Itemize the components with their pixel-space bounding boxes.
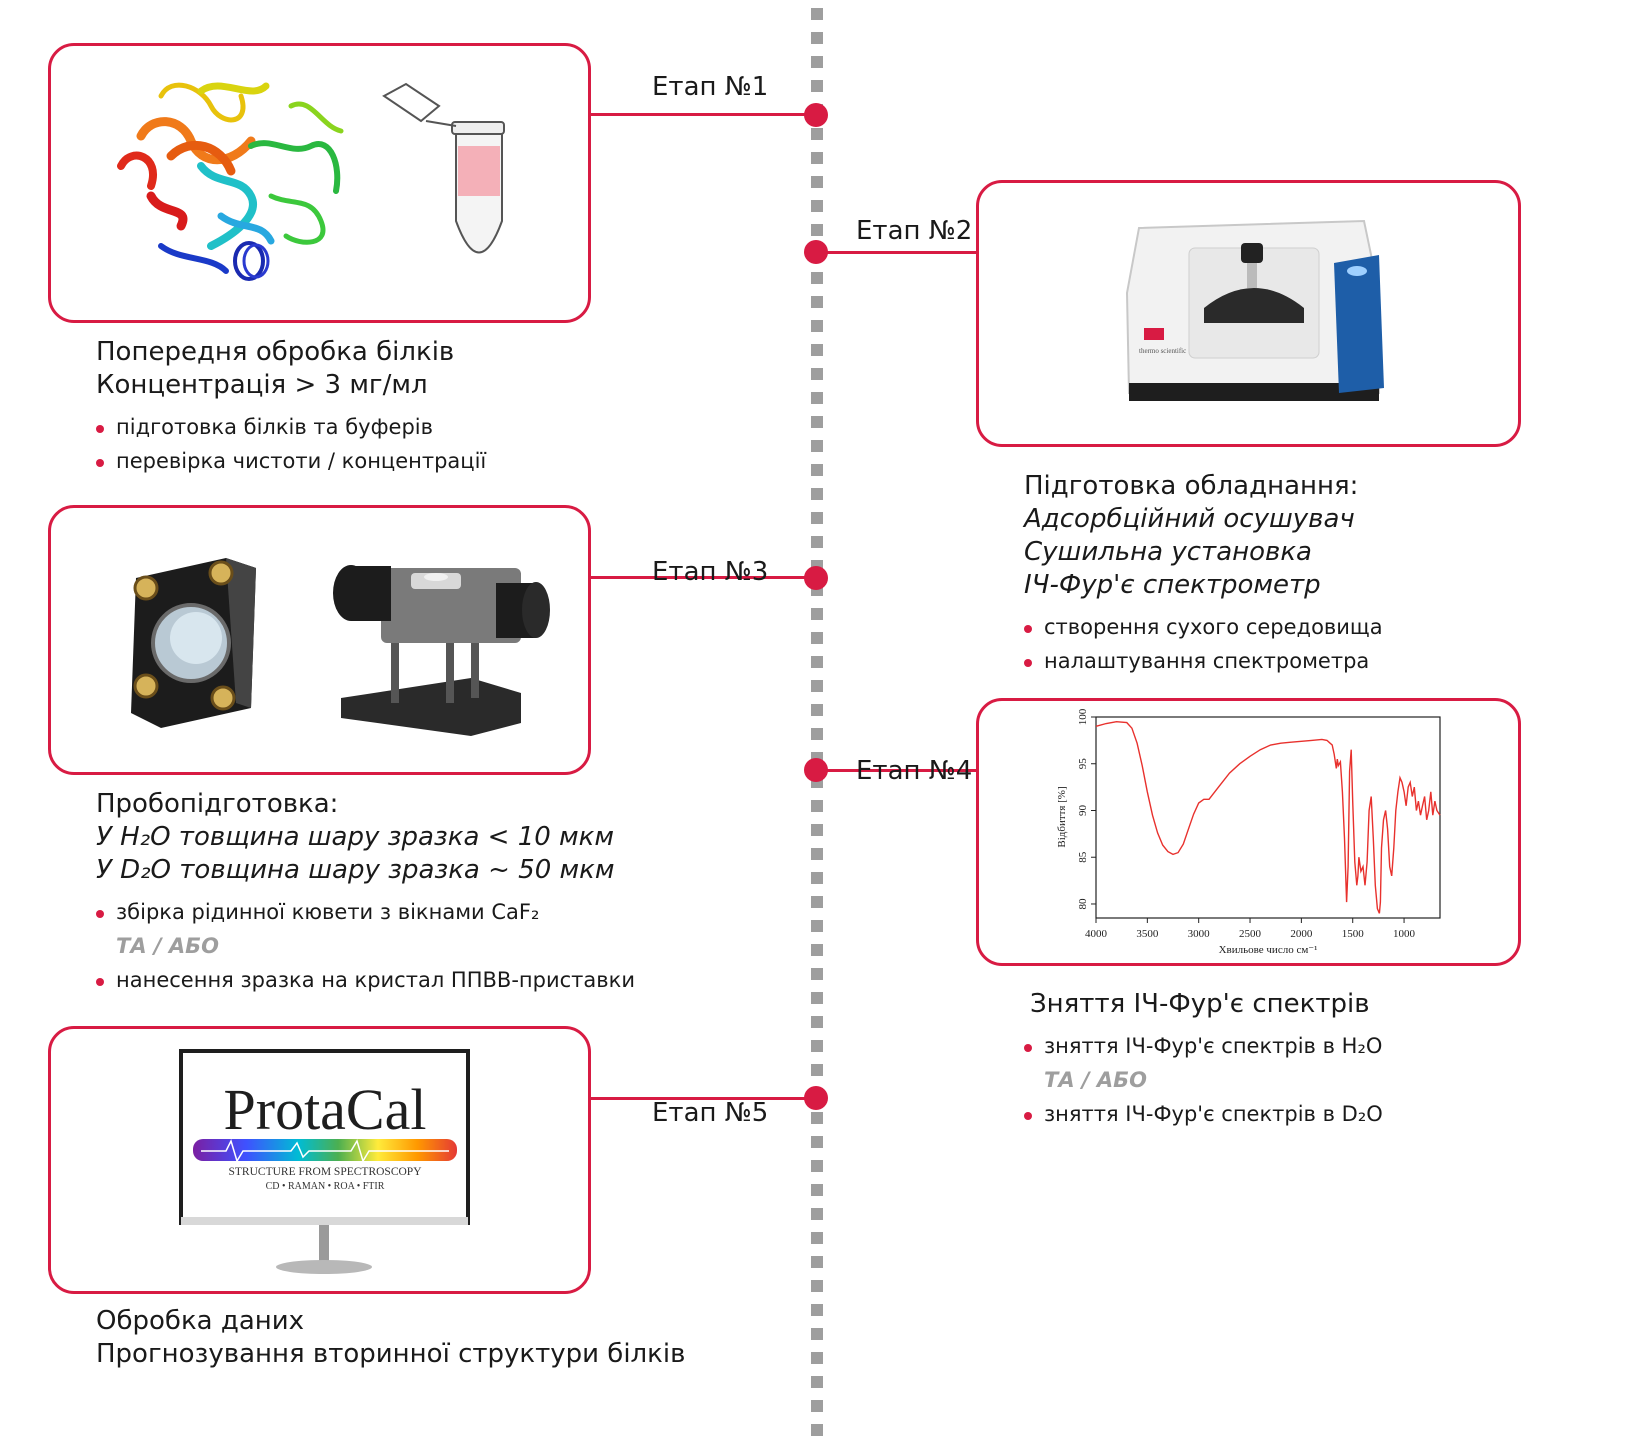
- stage5-dot: [804, 1086, 828, 1110]
- stage4-connector: [816, 769, 978, 772]
- spectrum-series-line: [1095, 720, 1441, 914]
- stage5-text: Обробка даних Прогнозування вторинної ст…: [96, 1305, 685, 1371]
- stage3-bullet-1: збірка рідинної кювети з вікнами CaF₂: [96, 895, 635, 929]
- atr-holder-image: [333, 565, 550, 736]
- stage1-bullet-1: підготовка білків та буферів: [96, 410, 486, 444]
- y-tick-label: 95: [1077, 758, 1089, 770]
- stage1-bullet-2: перевірка чистоти / концентрації: [96, 444, 486, 478]
- chart-plot-frame: [1095, 716, 1441, 919]
- stage5-title-line2: Прогнозування вторинної структури білків: [96, 1339, 686, 1369]
- x-tick-label: 3500: [1136, 928, 1159, 940]
- cuvette-images: [131, 558, 550, 736]
- stage2-item-1: Адсорбційний осушувач: [1024, 504, 1355, 534]
- device-brand-text: thermo scientific: [1139, 347, 1186, 355]
- ir-spectrum-chart: 4000 3500 3000 2500 2000 1500 1000 80 85 90 95 100…: [1056, 708, 1441, 956]
- protacal-tagline: STRUCTURE FROM SPECTROSCOPY: [229, 1166, 423, 1178]
- stage1-dot: [804, 103, 828, 127]
- stage3-dot: [804, 566, 828, 590]
- stage4-dot: [804, 758, 828, 782]
- protacal-logo-text: ProtaCal: [224, 1077, 427, 1142]
- tube-image: [382, 82, 505, 254]
- spectrum-rainbow-bar: [193, 1139, 457, 1161]
- stage1-label: Етап №1: [652, 72, 769, 102]
- stage5-card: ProtaCal STRUCTURE FROM SPECTROSCOPY CD …: [48, 1026, 591, 1294]
- stage1-connector: [591, 113, 816, 116]
- monitor-image: ProtaCal STRUCTURE FROM SPECTROSCOPY CD …: [179, 1049, 470, 1274]
- stage2-label: Етап №2: [856, 216, 973, 246]
- stage1-bullets: підготовка білків та буферів перевірка ч…: [96, 410, 486, 478]
- stage5-connector: [591, 1097, 816, 1100]
- stage5-label: Етап №5: [652, 1098, 769, 1128]
- y-tick-label: 80: [1077, 898, 1089, 910]
- stage2-bullet-2: налаштування спектрометра: [1024, 644, 1383, 678]
- stage3-text: Пробопідготовка: У H₂O товщина шару зраз…: [96, 788, 635, 997]
- x-tick-label: 2500: [1239, 928, 1262, 940]
- stage3-item-1: У H₂O товщина шару зразка < 10 мкм: [96, 822, 614, 852]
- x-tick-label: 3000: [1188, 928, 1211, 940]
- stage4-card: 4000 3500 3000 2500 2000 1500 1000 80 85 90 95 100…: [976, 698, 1521, 966]
- y-tick-label: 90: [1077, 804, 1089, 816]
- stage3-item-2: У D₂O товщина шару зразка ~ 50 мкм: [96, 855, 615, 885]
- stage4-bullet-2: зняття ІЧ-Фур'є спектрів в D₂O: [1024, 1097, 1383, 1131]
- stage5-title-line1: Обробка даних: [96, 1306, 305, 1336]
- stage2-bullets: створення сухого середовища налаштування…: [1024, 610, 1383, 678]
- stage2-item-3: ІЧ-Фур'є спектрометр: [1024, 570, 1321, 600]
- stage3-or-text: ТА / АБО: [116, 934, 219, 958]
- x-tick-label: 1500: [1342, 928, 1365, 940]
- protein-structure-image: [117, 82, 505, 281]
- stage2-dot: [804, 240, 828, 264]
- stage1-card: [48, 43, 591, 323]
- stage3-connector: [591, 576, 816, 579]
- chart-xlabel: Хвильове число см⁻¹: [1219, 944, 1318, 956]
- stage2-text: Підготовка обладнання: Адсорбційний осуш…: [1024, 470, 1383, 678]
- stage2-connector: [816, 251, 978, 254]
- spectrometer-image: thermo scientific: [1125, 219, 1384, 401]
- x-tick-label: 2000: [1290, 928, 1313, 940]
- stage4-bullet-1: зняття ІЧ-Фур'є спектрів в H₂O: [1024, 1029, 1383, 1063]
- liquid-cell-image: [131, 558, 256, 728]
- stage2-item-2: Сушильна установка: [1024, 537, 1312, 567]
- y-tick-label: 85: [1077, 851, 1089, 863]
- protacal-methods: CD • RAMAN • ROA • FTIR: [266, 1181, 385, 1192]
- x-tick-label: 1000: [1393, 928, 1416, 940]
- stage1-title-line2: Концентрація > 3 мг/мл: [96, 370, 428, 400]
- stage2-title: Підготовка обладнання:: [1024, 471, 1359, 501]
- stage4-label: Етап №4: [856, 756, 973, 786]
- stage4-text: Зняття ІЧ-Фур'є спектрів зняття ІЧ-Фур'є…: [1024, 988, 1383, 1131]
- x-tick-label: 4000: [1085, 928, 1108, 940]
- stage3-bullets: збірка рідинної кювети з вікнами CaF₂ ТА…: [96, 895, 635, 997]
- stage3-card: [48, 505, 591, 775]
- stage1-text: Попередня обробка білків Концентрація > …: [96, 336, 486, 478]
- chart-ylabel: Відбиття [%]: [1056, 786, 1068, 847]
- stage4-title: Зняття ІЧ-Фур'є спектрів: [1030, 989, 1370, 1019]
- stage3-label: Етап №3: [652, 557, 769, 587]
- y-tick-label: 100: [1077, 708, 1089, 725]
- stage4-or-text: ТА / АБО: [1044, 1068, 1147, 1092]
- stage4-bullets: зняття ІЧ-Фур'є спектрів в H₂O ТА / АБО …: [1024, 1029, 1383, 1131]
- stage2-card: thermo scientific: [976, 180, 1521, 447]
- timeline-line: [811, 8, 823, 1448]
- stage3-bullet-2: нанесення зразка на кристал ППВВ-пристав…: [96, 963, 635, 997]
- stage3-title: Пробопідготовка:: [96, 789, 339, 819]
- stage1-title-line1: Попередня обробка білків: [96, 337, 455, 367]
- stage2-bullet-1: створення сухого середовища: [1024, 610, 1383, 644]
